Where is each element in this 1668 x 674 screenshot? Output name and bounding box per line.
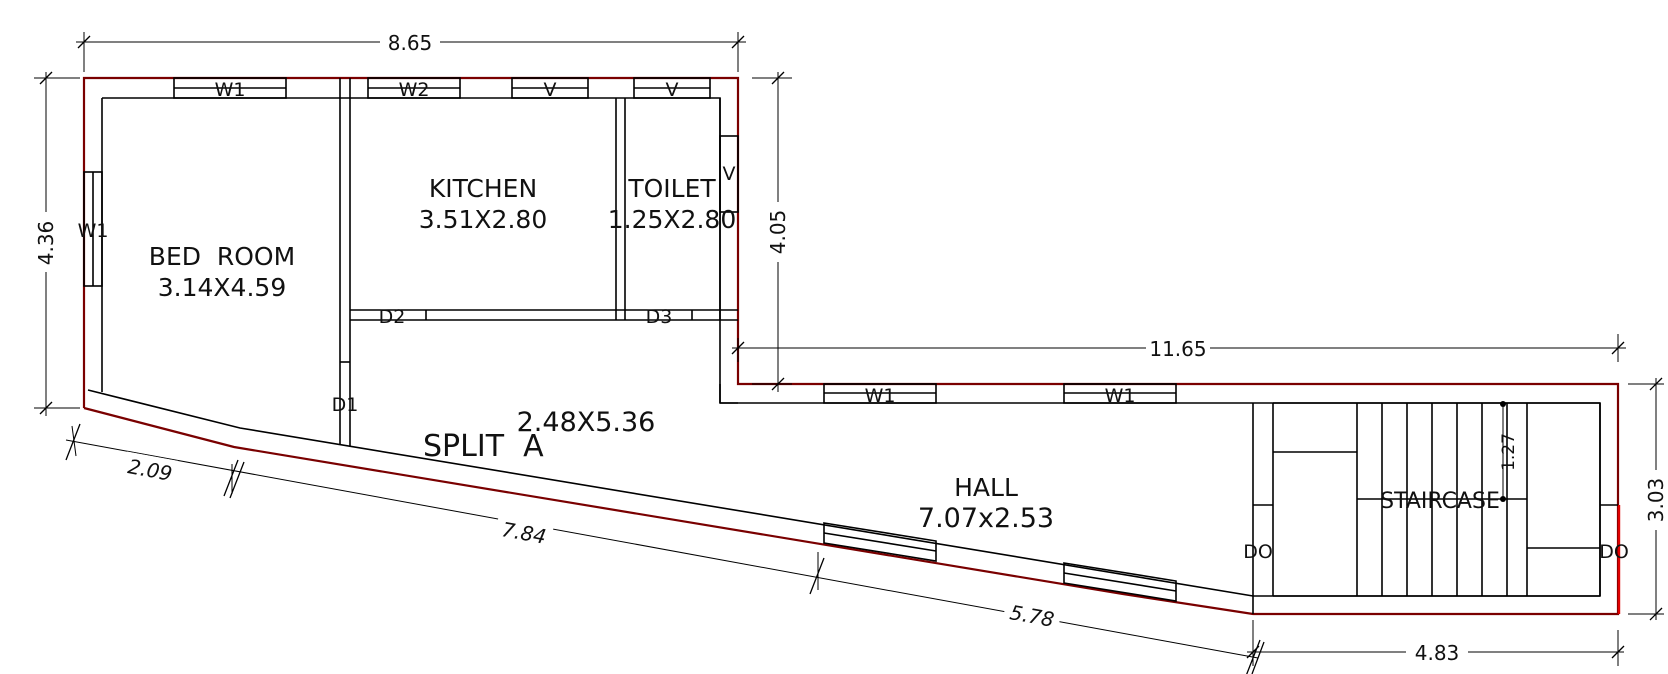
slanted-inner-wall [87,389,1254,597]
label-d2: D2 [379,306,406,328]
label-d3: D3 [646,306,673,328]
kitchen-size: 3.51X2.80 [419,205,547,234]
interior-wall-face [102,97,1601,597]
dimension-labels: 8.65 4.36 4.05 11.65 3.03 4.83 2.09 7.84… [34,30,1668,666]
stair-riser-dot-top [1500,401,1506,407]
dim-left-height: 4.36 [34,221,58,266]
room-labels: BED ROOM 3.14X4.59 KITCHEN 3.51X2.80 TOI… [149,174,1519,534]
openings [83,77,1618,602]
toilet-size: 1.25X2.80 [608,205,736,234]
label-w2: W2 [399,79,430,101]
staircase-treads [1273,401,1600,596]
window-slant-2 [1063,562,1177,602]
label-w1-hall-2: W1 [1105,385,1136,407]
stair-riser-label: 1.27 [1499,433,1519,471]
dim-toilet-height: 4.05 [766,210,790,255]
label-do-right: DO [1599,541,1629,563]
staircase-name: STAIRCASE [1380,489,1500,514]
dim-top-width: 8.65 [388,31,433,55]
dim-hall-width: 11.65 [1149,337,1206,361]
dim-bottom-right: 4.83 [1415,641,1460,665]
vent-toilet-side [719,135,739,213]
toilet-name: TOILET [627,174,716,203]
label-v-kitchen: V [544,79,557,101]
label-w1-left: W1 [78,220,109,242]
label-w1-hall-1: W1 [865,385,896,407]
label-do-left: DO [1243,541,1273,563]
bedroom-name: BED ROOM [149,242,295,271]
bedroom-size: 3.14X4.59 [158,273,286,302]
label-d1: D1 [332,394,359,416]
stair-riser-dot-bottom [1500,496,1506,502]
dim-right-height: 3.03 [1644,478,1668,523]
label-v-side: V [723,163,736,185]
walls [82,76,1621,616]
kitchen-name: KITCHEN [429,174,537,203]
split-size: 2.48X5.36 [517,407,656,438]
label-v-toilet: V [666,79,679,101]
exterior-wall [82,76,1620,616]
dimension-lines [34,32,1664,674]
split-name: SPLIT A [423,429,544,464]
hall-name: HALL [954,473,1018,502]
hall-size: 7.07x2.53 [918,503,1054,534]
window-slant-1 [823,522,937,562]
label-w1-top: W1 [215,79,246,101]
opening-labels: W1 W2 V V V W1 W1 W1 D1 D2 D3 DO DO [78,79,1629,563]
